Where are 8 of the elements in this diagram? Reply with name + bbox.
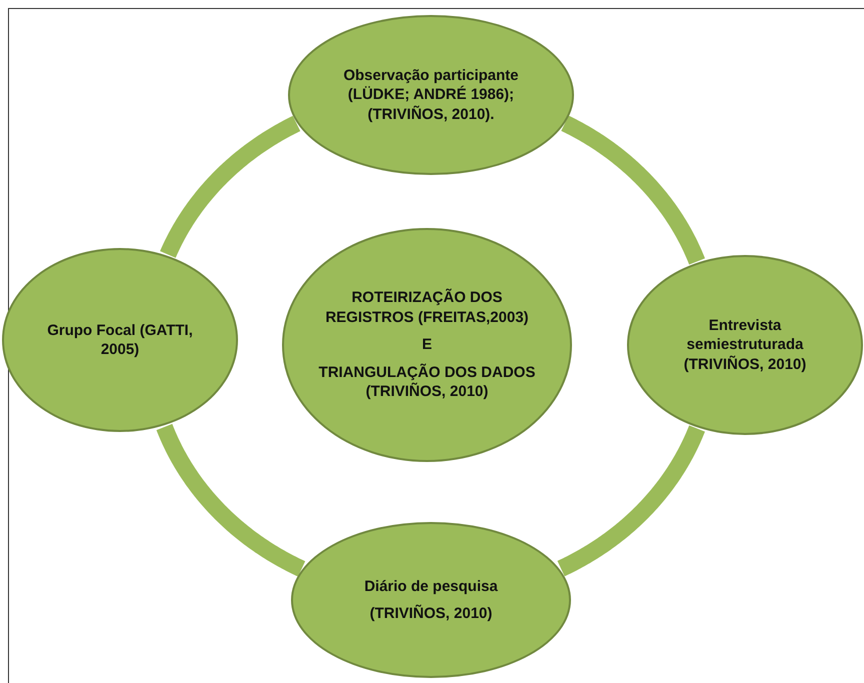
node-label: Diário de pesquisa [364, 576, 498, 596]
node-label: Entrevista semiestruturada (TRIVIÑOS, 2010) [682, 316, 808, 374]
node-label: Grupo Focal (GATTI, 2005) [46, 320, 194, 360]
node-label: ROTEIRIZAÇÃO DOS REGISTROS (FREITAS,2003) [324, 288, 530, 328]
node-label: Observação participante (LÜDKE; ANDRÉ 1986); (TRIVIÑOS, 2010). [342, 66, 520, 124]
node-label: TRIANGULAÇÃO DOS DADOS (TRIVIÑOS, 2010) [318, 362, 536, 402]
node-label: E [422, 335, 432, 355]
node-label: (TRIVIÑOS, 2010) [370, 604, 492, 624]
